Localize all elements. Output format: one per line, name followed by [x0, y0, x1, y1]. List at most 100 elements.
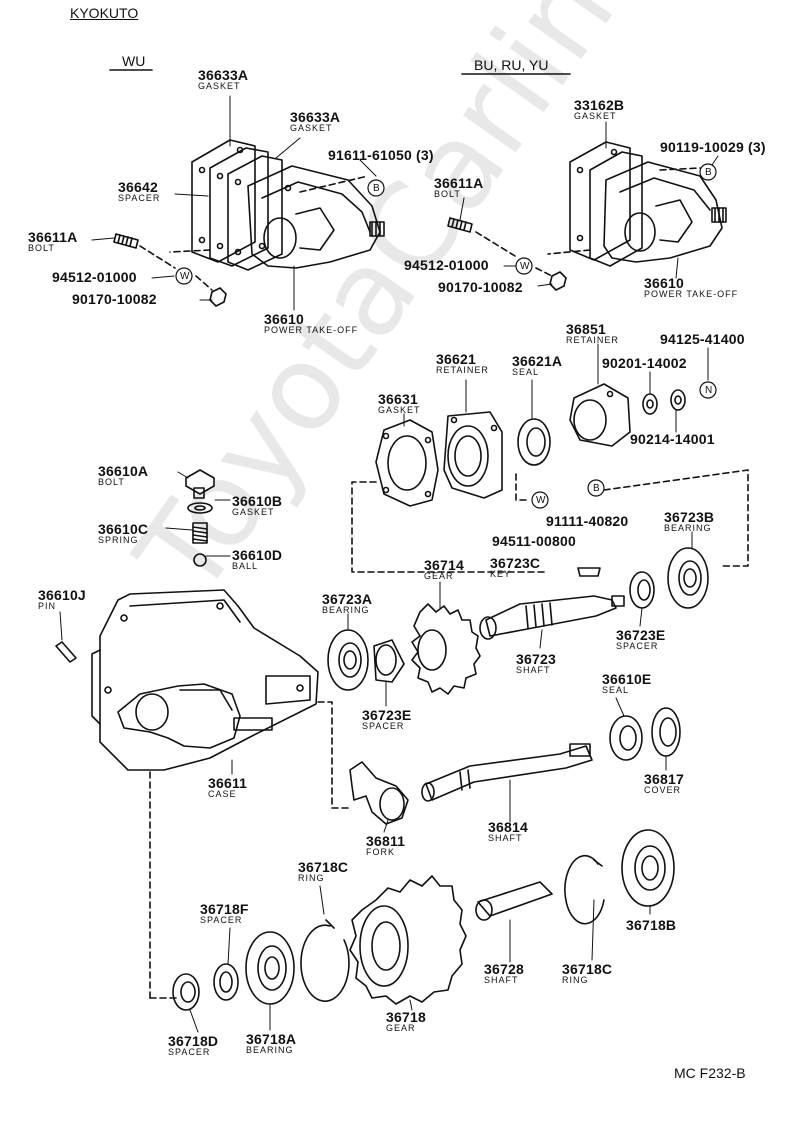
callout-w-2: [515, 257, 533, 275]
retainer-36851: [569, 383, 631, 447]
bu-spacer: [589, 151, 643, 267]
part-number: 90201-14002: [602, 355, 687, 371]
callout-letter: W: [536, 495, 547, 506]
part-number: 36610B: [232, 493, 283, 509]
part-name: GASKET: [198, 81, 241, 91]
part-number: 94125-41400: [660, 331, 745, 347]
ring-36718c-right: [564, 854, 605, 925]
part-number: 33162B: [574, 97, 625, 113]
part-name: BOLT: [98, 477, 125, 487]
callout-letter: W: [180, 271, 191, 282]
bearing-36723b: [667, 547, 709, 609]
part-number: 36631: [378, 391, 418, 407]
part-name: RING: [298, 873, 325, 883]
part-number: 90170-10082: [438, 279, 523, 295]
part-name: POWER TAKE-OFF: [264, 325, 359, 335]
part-number: 94512-01000: [52, 269, 137, 285]
detent-bolt: [185, 469, 215, 499]
callout-b-2: [699, 163, 717, 181]
brand-heading: KYOKUTO: [70, 5, 139, 21]
part-name: SEAL: [512, 367, 540, 377]
wu-pto-body: [247, 165, 385, 269]
callout-b-1: [367, 179, 385, 197]
part-number: 90214-14001: [630, 431, 715, 447]
part-name: RING: [562, 975, 589, 985]
fork-36811: [349, 761, 409, 825]
part-number: 36718D: [168, 1033, 219, 1049]
part-name: GASKET: [378, 405, 421, 415]
part-name: SPACER: [616, 641, 659, 651]
part-number: 36811: [366, 833, 406, 849]
pin-36610j: [55, 641, 77, 663]
part-number: 36610: [644, 275, 684, 291]
gear-36714: [411, 603, 481, 695]
case-36611: [91, 589, 319, 771]
part-number: 36814: [488, 819, 528, 835]
part-number: 36621A: [512, 353, 563, 369]
part-number: 36714: [424, 557, 464, 573]
spacer-36723e-left: [373, 639, 405, 683]
part-name: GASKET: [290, 123, 333, 133]
part-number: 36723A: [322, 591, 373, 607]
part-number: 36851: [566, 321, 606, 337]
shaft-36723: [479, 595, 625, 640]
nut-90214: [670, 389, 686, 411]
part-number: 36610: [264, 311, 304, 327]
part-number: 36718A: [246, 1031, 297, 1047]
part-number: 90119-10029 (3): [660, 139, 766, 155]
part-number: 36610J: [38, 587, 86, 603]
wu-nut: [209, 287, 227, 307]
part-label: 94512-01000: [52, 270, 137, 284]
part-name: SPACER: [200, 915, 243, 925]
part-label: 90119-10029 (3): [660, 140, 766, 154]
part-number: 36610C: [98, 521, 149, 537]
part-number: 36642: [118, 179, 158, 195]
callout-letter: B: [373, 183, 381, 194]
callout-letter: W: [520, 261, 531, 272]
part-number: 36728: [484, 961, 524, 977]
part-name: BEARING: [322, 605, 370, 615]
part-label: 90201-14002: [602, 356, 687, 370]
callout-b-3: [587, 479, 605, 497]
detent-ball: [193, 553, 207, 567]
part-number: 36611A: [434, 175, 484, 191]
part-name: SPACER: [362, 721, 405, 731]
part-number: 91111-40820: [546, 513, 629, 529]
part-name: BOLT: [434, 189, 461, 199]
wu-gasket-2: [227, 155, 283, 271]
part-name: BOLT: [28, 243, 55, 253]
part-number: 36633A: [198, 67, 249, 83]
wu-gasket-1: [191, 139, 256, 263]
part-label: 94511-00800: [492, 534, 576, 548]
part-name: SPRING: [98, 535, 139, 545]
part-name: SEAL: [602, 685, 630, 695]
detent-gasket: [187, 502, 213, 514]
spacer-36723e-right: [629, 571, 655, 609]
bearing-36718b: [621, 829, 675, 907]
part-number: 36633A: [290, 109, 341, 125]
seal-36621a: [517, 418, 551, 466]
part-name: GEAR: [424, 571, 454, 581]
ring-36718c-left: [300, 919, 350, 1002]
part-number: 36718: [386, 1009, 426, 1025]
part-number: 36610E: [602, 671, 652, 687]
part-label: 90170-10082: [438, 280, 523, 294]
